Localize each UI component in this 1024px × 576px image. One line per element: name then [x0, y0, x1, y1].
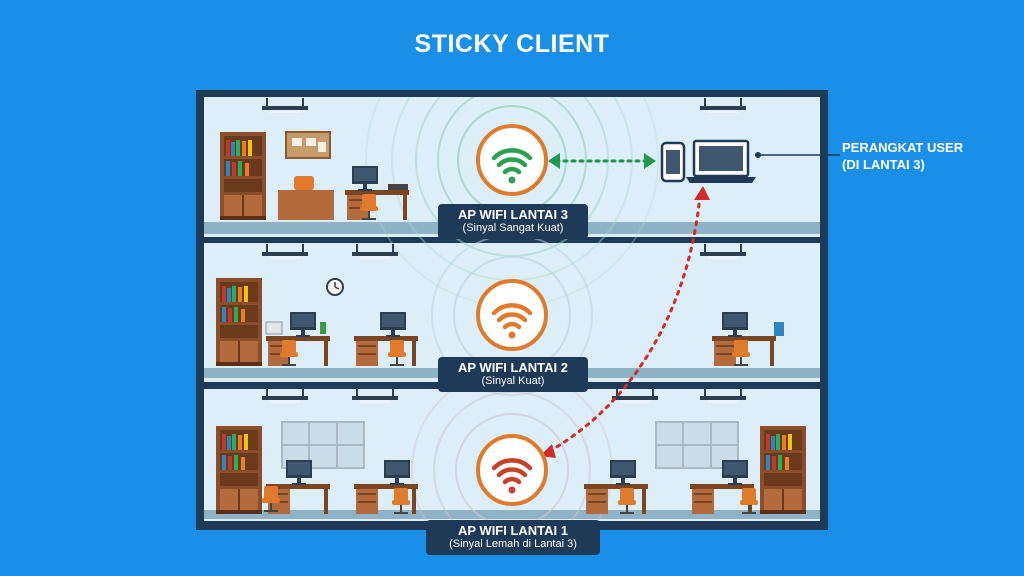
ap-floor-2: [476, 279, 548, 351]
user-device-label: PERANGKAT USER (DI LANTAI 3): [842, 139, 963, 173]
wifi-icon: [491, 458, 533, 485]
wifi-icon: [491, 148, 533, 175]
ap-label-title: AP WIFI LANTAI 3: [457, 207, 569, 222]
phone-icon: [660, 141, 686, 183]
chair-icon: [294, 176, 314, 190]
ap-label-floor-3: AP WIFI LANTAI 3 (Sinyal Sangat Kuat): [438, 204, 588, 239]
user-device-label-line2: (DI LANTAI 3): [842, 157, 925, 172]
ap-label-title: AP WIFI LANTAI 1: [457, 523, 569, 538]
laptop-icon: [686, 139, 756, 183]
ap-label-signal: (Sinyal Sangat Kuat): [462, 222, 564, 234]
ap-label-floor-2: AP WIFI LANTAI 2 (Sinyal Kuat): [438, 357, 588, 392]
ap-label-signal: (Sinyal Kuat): [481, 375, 545, 387]
desk-icon: [278, 190, 334, 220]
ap-label-title: AP WIFI LANTAI 2: [457, 360, 569, 375]
weak-link: [546, 193, 702, 454]
bookshelf-icon: [760, 426, 806, 514]
ap-floor-1: [476, 434, 548, 506]
wifi-icon: [491, 303, 533, 330]
page-title: STICKY CLIENT: [414, 30, 610, 58]
ap-floor-3: [476, 124, 548, 196]
ap-label-floor-1: AP WIFI LANTAI 1 (Sinyal Lemah di Lantai…: [426, 520, 600, 555]
bookshelf-icon: [220, 132, 266, 220]
bookshelf-icon: [216, 426, 262, 514]
ap-label-signal: (Sinyal Lemah di Lantai 3): [449, 538, 577, 550]
bookshelf-icon: [216, 278, 262, 366]
user-device-label-line1: PERANGKAT USER: [842, 140, 964, 155]
